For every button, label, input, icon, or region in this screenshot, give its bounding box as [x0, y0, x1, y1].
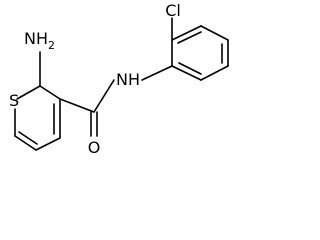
bond-ring-3-4 — [200, 25, 229, 41]
amide-nitrogen-label: NH — [116, 70, 140, 89]
bond-ring-inner-c — [178, 62, 202, 75]
chlorine-label: Cl — [165, 1, 181, 20]
bond-c5-c4-double-inner — [18, 131, 38, 145]
bond-ring-2-3 — [171, 25, 202, 41]
amine-label: NH — [24, 29, 48, 48]
atom-labels: Cl NH 2 NH S O — [9, 1, 181, 155]
chemical-structure: Cl NH 2 NH S O — [9, 1, 229, 155]
bond-carbonyl-nh — [93, 79, 115, 113]
bonds — [14, 17, 229, 151]
amine-subscript: 2 — [48, 39, 55, 52]
oxygen-label: O — [88, 138, 101, 155]
bond-c4-c5 — [35, 137, 61, 151]
bond-c3-carbonyl — [59, 98, 95, 113]
bond-ring-6-1 — [171, 65, 202, 81]
bond-ring-inner-a — [177, 31, 202, 44]
bond-ring-5-6 — [200, 65, 229, 81]
sulfur-label: S — [9, 91, 19, 110]
bond-s-c2 — [16, 85, 41, 100]
bond-c2-c3 — [39, 85, 61, 100]
bond-nh-ring — [141, 65, 173, 81]
bond-c5-c4-double — [14, 135, 37, 151]
